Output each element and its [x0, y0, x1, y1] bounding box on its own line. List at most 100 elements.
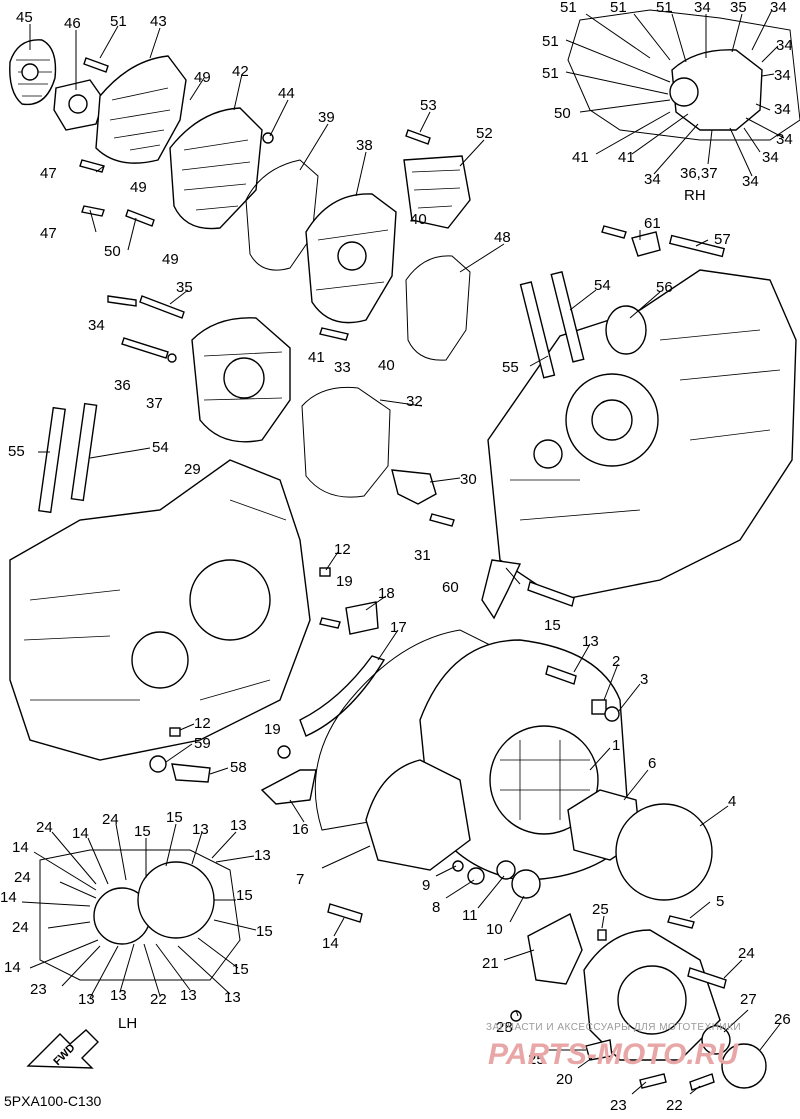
lh-callout-label: 14 [0, 889, 17, 906]
callout-label: 19 [264, 721, 281, 738]
parts-group [9, 9, 800, 1091]
bracket-16-part [260, 769, 317, 805]
lh-callout-label: 13 [224, 989, 241, 1006]
bolt-23-part [639, 1073, 667, 1089]
callout-label: 3 [640, 671, 648, 688]
rh-callout-label: 34 [742, 173, 759, 190]
stud-55-left-part [38, 406, 66, 514]
callout-label: 29 [184, 461, 201, 478]
callout-label: 15 [544, 617, 561, 634]
rh-callout-label: 35 [730, 0, 747, 16]
callout-label: 47 [40, 165, 57, 182]
rh-callout-label: 34 [774, 67, 791, 84]
stud-54-right-part [550, 271, 585, 363]
callout-label: 50 [104, 243, 121, 260]
callout-label: 17 [390, 619, 407, 636]
lh-callout-label: 15 [134, 823, 151, 840]
callout-label: 2 [612, 653, 620, 670]
watermark-line2: PARTS-MOTO.RU [488, 1038, 739, 1071]
bolt-47a-part [79, 159, 105, 173]
lh-callout-label: 15 [236, 887, 253, 904]
plug-10-part [511, 869, 541, 899]
gasket-16-part [314, 629, 501, 831]
callout-label: 35 [176, 279, 193, 296]
rh-callout-label: 51 [610, 0, 627, 16]
collar-2-part [591, 699, 607, 715]
callout-label: 44 [278, 85, 295, 102]
lh-callout-label: 23 [30, 981, 47, 998]
callout-label: 49 [194, 69, 211, 86]
bolt-53-part [405, 129, 431, 145]
washer-59-part [149, 755, 167, 773]
cover-7-part [365, 759, 471, 871]
callout-label: 26 [774, 1011, 791, 1028]
oring-56-part [605, 305, 647, 355]
callout-label: 28 [496, 1019, 513, 1036]
starter-clutch-part [53, 79, 105, 131]
gasket-32-part [301, 386, 391, 498]
bolt-41-part [319, 327, 349, 341]
callout-label: 7 [296, 871, 304, 888]
lh-callout-label: 22 [150, 991, 167, 1008]
callout-label: 51 [110, 13, 127, 30]
callout-label: 25 [528, 1051, 545, 1068]
callout-label: 9 [422, 877, 430, 894]
bolt-34-part [107, 295, 137, 307]
bolt-51-part [83, 57, 109, 73]
oring-27-part [701, 1025, 731, 1055]
stud-54-left-part [70, 402, 98, 502]
cover-38-part [305, 193, 397, 324]
cover-lower-right-part [583, 929, 721, 1061]
lh-side-label: LH [118, 1015, 137, 1032]
rh-callout-label: 51 [656, 0, 673, 16]
lh-callout-label: 24 [36, 819, 53, 836]
callout-label: 54 [594, 277, 611, 294]
callout-label: 18 [378, 585, 395, 602]
callout-label: 53 [420, 97, 437, 114]
callout-label: 19 [336, 573, 353, 590]
callout-label: 55 [8, 443, 25, 460]
callout-label: 57 [714, 231, 731, 248]
rh-callout-label: 51 [542, 33, 559, 50]
callout-label: 60 [442, 579, 459, 596]
rh-callout-label: 41 [572, 149, 589, 166]
bolt-61-part [601, 225, 627, 239]
bolt-14-part [327, 903, 363, 923]
cover-29-part [191, 317, 291, 443]
rh-callout-label: 41 [618, 149, 635, 166]
plate-18-part [345, 601, 379, 635]
watermark: ЗАПЧАСТИ И АКСЕССУАРЫ ДЛЯ МОТОТЕХНИКИ PA… [486, 1022, 741, 1071]
callout-label: 10 [486, 921, 503, 938]
rh-callout-label: 51 [542, 65, 559, 82]
gasket-39-part [245, 159, 319, 271]
callout-label: 43 [150, 13, 167, 30]
rh-callout-label: 34 [644, 171, 661, 188]
fwd-arrow: FWD [26, 1029, 99, 1069]
plate-30-part [391, 469, 437, 505]
callout-label: 1 [612, 737, 620, 754]
callout-label: 56 [656, 279, 673, 296]
callout-label: 59 [194, 735, 211, 752]
rh-callout-label: 34 [774, 101, 791, 118]
callout-label: 47 [40, 225, 57, 242]
washer-37-part [167, 353, 177, 363]
callout-label: 31 [414, 547, 431, 564]
callout-label: 22 [666, 1097, 683, 1114]
watermark-line1: ЗАПЧАСТИ И АКСЕССУАРЫ ДЛЯ МОТОТЕХНИКИ [486, 1022, 741, 1033]
cover-52-part [403, 155, 471, 229]
cover-4-part [615, 803, 713, 901]
lh-callout-label: 14 [12, 839, 29, 856]
lh-callout-label: 15 [232, 961, 249, 978]
callout-label: 54 [152, 439, 169, 456]
rh-callout-label: 51 [560, 0, 577, 16]
lh-callout-label: 14 [4, 959, 21, 976]
lh-callout-label: 24 [12, 919, 29, 936]
cap-26-part [721, 1043, 767, 1089]
bolt-19a-part [319, 617, 341, 629]
callout-label: 45 [16, 9, 33, 26]
callout-label: 40 [410, 211, 427, 228]
rh-callout-label: 34 [776, 37, 793, 54]
